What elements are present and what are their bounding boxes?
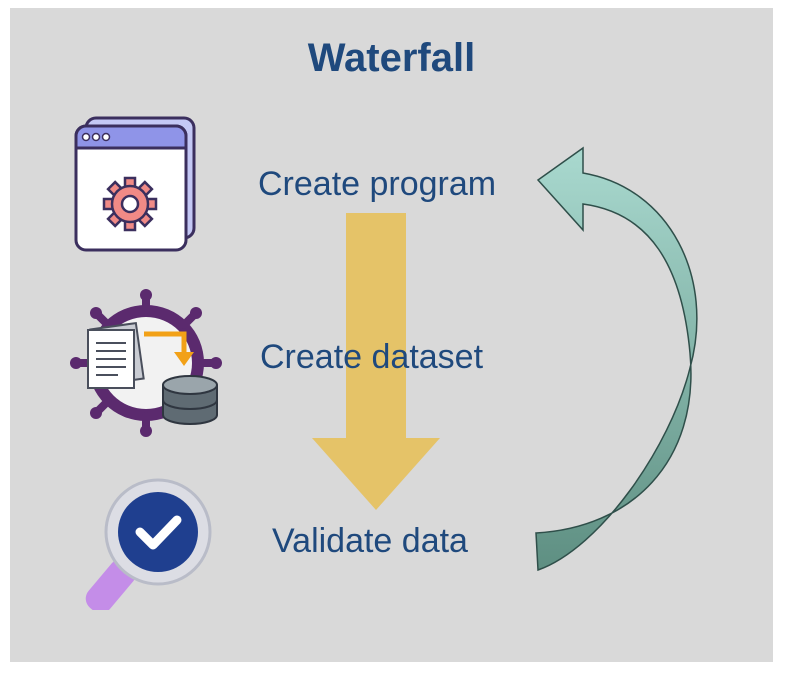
waterfall-panel: Waterfall Create program Create dataset …: [10, 8, 773, 662]
step-label-validate-data: Validate data: [272, 522, 468, 560]
flow-down-arrow: [312, 213, 440, 510]
feedback-loop-arrow: [535, 146, 698, 572]
validate-search-icon: [85, 478, 212, 610]
step-label-create-program: Create program: [258, 165, 497, 203]
program-settings-icon: [74, 116, 196, 252]
diagram-title: Waterfall: [307, 36, 476, 80]
step-label-create-dataset: Create dataset: [260, 338, 484, 376]
dataset-icon: [70, 289, 222, 437]
